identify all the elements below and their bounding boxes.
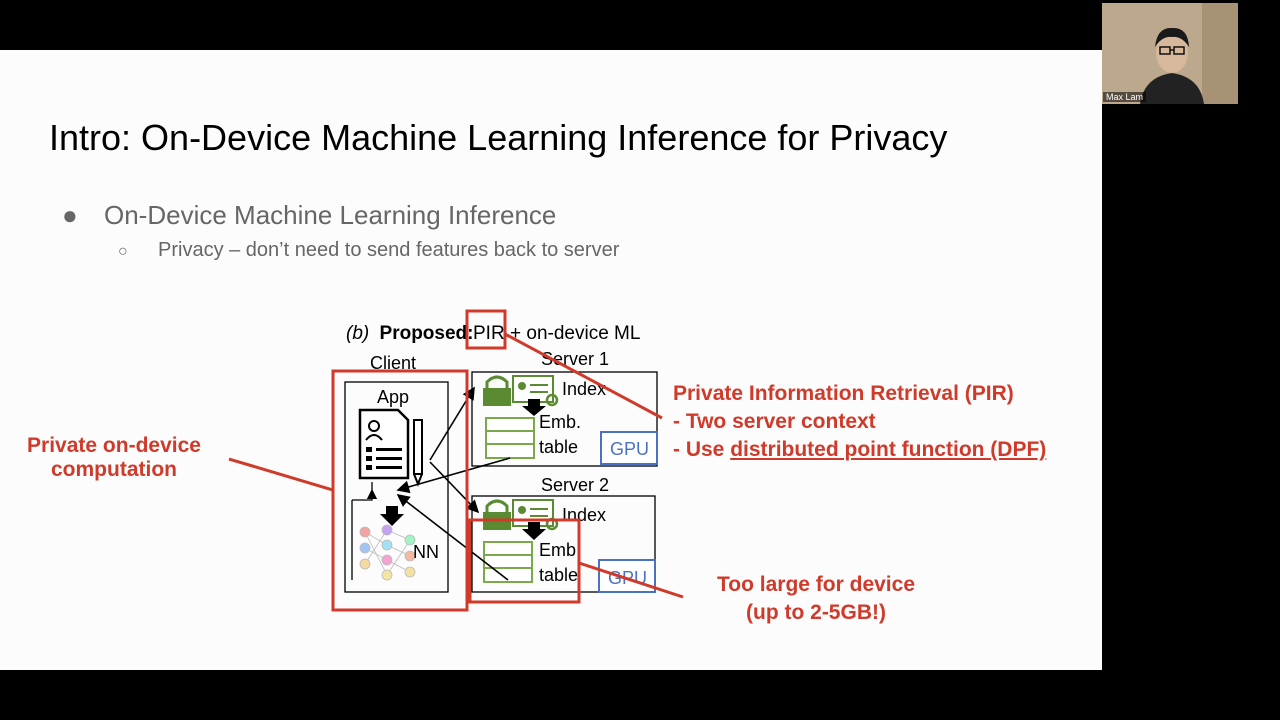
annotation-line: computation <box>51 458 177 481</box>
annotation-line: Too large for device <box>717 573 915 596</box>
server1-gpu-box <box>600 431 658 465</box>
participant-name: Max Lam <box>1103 92 1147 102</box>
annotation-line: Private on-device <box>27 434 201 457</box>
annotation-line: Private Information Retrieval (PIR) <box>673 382 1014 405</box>
participant-video[interactable] <box>1102 3 1238 104</box>
sub-bullet-item: ○ Privacy – don’t need to send features b… <box>118 239 619 262</box>
figure-caption: (b) Proposed: <box>346 323 473 344</box>
participant-avatar <box>1102 3 1238 104</box>
bullet-dot-icon: ● <box>62 200 78 230</box>
emb-table-highlight-box <box>468 518 581 604</box>
down-arrow-icon <box>522 399 546 416</box>
down-arrow-icon <box>522 522 546 540</box>
lock-icon <box>483 375 511 406</box>
document-icon <box>358 408 410 480</box>
annotation-line: - Two server context <box>673 410 876 433</box>
annotation-line: (up to 2-5GB!) <box>746 601 886 624</box>
slide-title: Intro: On-Device Machine Learning Infere… <box>49 117 948 158</box>
server1-table-icon <box>485 417 535 459</box>
neural-network-icon <box>359 524 416 581</box>
server1-table-label: table <box>539 437 578 457</box>
id-card-icon <box>512 499 559 531</box>
system-diagram: (b) Proposed: PIR + on-device ML Client … <box>228 309 684 612</box>
pen-icon <box>413 419 423 487</box>
pir-highlight-box <box>465 309 507 350</box>
id-card-icon <box>512 375 559 407</box>
client-label: Client <box>370 353 416 373</box>
server1-gpu-label: GPU <box>610 439 649 459</box>
bullet-item: ● On-Device Machine Learning Inference <box>62 200 556 231</box>
down-arrow-icon <box>380 506 404 526</box>
presentation-slide: Intro: On-Device Machine Learning Infere… <box>0 50 1102 670</box>
server2-emb-label: Emb. <box>539 540 581 560</box>
client-highlight-box <box>331 369 469 612</box>
nn-label: NN <box>413 542 439 562</box>
sub-bullet-circle-icon: ○ <box>118 243 128 260</box>
sub-bullet-text: Privacy – don’t need to send features ba… <box>158 239 620 261</box>
server1-box <box>471 371 658 467</box>
dpf-link[interactable]: distributed point function (DPF) <box>730 438 1047 461</box>
server2-label: Server 2 <box>541 475 609 495</box>
app-label: App <box>377 387 409 407</box>
lock-icon <box>483 499 511 530</box>
annotation-line: - Use distributed point function (DPF) <box>673 438 1047 461</box>
bullet-text: On-Device Machine Learning Inference <box>104 200 557 230</box>
server1-emb-label: Emb. <box>539 412 581 432</box>
server2-table-icon <box>483 541 533 583</box>
annotation-size: Too large for device (up to 2-5GB!) <box>700 571 932 627</box>
caption-rest: + on-device ML <box>510 323 640 344</box>
annotation-pir: Private Information Retrieval (PIR) - Tw… <box>673 380 1046 464</box>
server1-index-label: Index <box>562 379 606 399</box>
caption-pir: PIR <box>473 323 505 344</box>
highlight-annotations <box>228 309 684 612</box>
client-box <box>344 381 449 593</box>
annotation-on-device: Private on-device computation <box>19 434 209 482</box>
server2-box <box>471 495 656 593</box>
server2-gpu-box <box>598 559 656 593</box>
server2-table-label: table <box>539 565 578 585</box>
server2-index-label: Index <box>562 505 606 525</box>
